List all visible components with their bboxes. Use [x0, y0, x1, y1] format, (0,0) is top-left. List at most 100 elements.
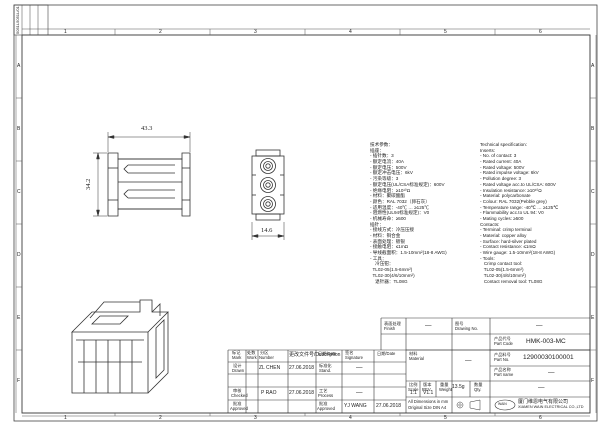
spec-cn-line: - 额定冲击电压：6kV [370, 170, 413, 176]
header-date-2: 日期/Date [377, 351, 396, 356]
spec-cn-line: - 工具： [370, 255, 387, 261]
header-description: 更改文件号/Description [289, 352, 341, 358]
qty-label-en: Qty. [474, 387, 482, 392]
zone-letter-f: F [17, 378, 21, 384]
part-no-value: 12900030100001 [523, 354, 574, 361]
qty-label-cn: 数量 [474, 382, 483, 387]
zone-number-1: 1 [64, 29, 67, 35]
row-process-en: Process [318, 393, 334, 398]
zone-letter-e: E [17, 315, 21, 321]
spec-en-line: - Flammability acc.to UL 94: V0 [480, 210, 544, 216]
row-approved-label-en: Approved [317, 406, 335, 411]
zone-letter-right-a: A [591, 63, 595, 69]
width-dimension [107, 132, 191, 152]
company-name-cn: 厦门维恩电气有限公司 [518, 399, 569, 405]
spec-cn-line: - 接线方式：冷压压接 [370, 227, 415, 233]
depth-dimension-label: 14.6 [261, 227, 273, 234]
row-approved-cn: 批准 [233, 401, 242, 406]
spec-cn-line: - 额定电流：40A [370, 159, 404, 165]
spec-cn-line: - 导线截面积：1.5-10mm²(18-8 AWG) [370, 250, 447, 256]
spec-cn-line: TL02-30(4/6/10mm²) [370, 272, 415, 278]
header-mark-cn: 标记 [232, 350, 241, 355]
part-name-label-cn: 产品名称 [494, 367, 511, 372]
zone-letter-right-c: C [591, 189, 595, 195]
header-number-en: Number [259, 355, 274, 360]
zone-number-bottom-4: 4 [349, 415, 352, 421]
spec-cn-line: - 额定电压(UL/CSA标准规定)：600V [370, 181, 445, 187]
zone-ticks [15, 28, 597, 417]
row-process-cn: 工艺 [319, 388, 328, 393]
rev-value: V1.1 [423, 390, 434, 396]
spec-cn-line: - 材料：聚碳酸酯 [370, 193, 405, 199]
part-name-label-en: Part name [494, 372, 514, 377]
spec-en-line: - Mating cycles: ≥500 [480, 215, 524, 221]
row-stand-en: Stand. [319, 368, 332, 373]
material-label-en: Material [409, 356, 424, 361]
finish-label-cn: 表面处理 [384, 321, 401, 326]
scale-label-en: Scale [408, 387, 419, 392]
zone-number-6: 6 [539, 29, 542, 35]
rev-label-en: REV. [422, 387, 432, 392]
approved-date: 27.06.2018 [376, 403, 402, 409]
qty-value: — [538, 384, 545, 391]
spec-cn-line: 插针： [370, 221, 384, 227]
row-stand-cn: 标准化 [319, 363, 332, 368]
zone-letter-right-f: F [591, 378, 595, 384]
dimension-note-2: Original Size DIN A4 [408, 405, 447, 410]
zone-letter-c: C [17, 189, 21, 195]
drawing-no-label-cn: 图号 [455, 321, 464, 326]
rev-label-cn: 版本 [423, 382, 432, 387]
spec-en-line: - Rated impulse voltage: 6kV [480, 170, 539, 176]
drawn-date: 27.06.2018 [289, 365, 315, 371]
zone-number-5: 5 [444, 29, 447, 35]
title-block-lines [227, 317, 590, 413]
zone-number-bottom-6: 6 [539, 415, 542, 421]
weight-value: 13.5g [452, 384, 465, 390]
end-view [251, 149, 285, 221]
zone-number-bottom-5: 5 [444, 415, 447, 421]
header-number-cn: 分区 [260, 350, 269, 355]
spec-en-line: - No. of contact: 3 [480, 153, 517, 159]
row-checked-cn: 审核 [233, 388, 242, 393]
spec-cn-line: 插座： [370, 147, 384, 153]
side-view [107, 152, 191, 217]
spec-cn-line: - 颜色：RAL 7032（卵石灰） [370, 198, 430, 204]
revision-box-text: 5051L5051L/01 [15, 6, 20, 34]
finish-value: — [425, 322, 432, 329]
spec-en-line: - Colour: RAL 7032(Pebble grey) [480, 198, 547, 204]
weight-label-cn: 重量 [440, 382, 449, 387]
header-date: 日期/Date [318, 351, 337, 356]
spec-en-line: - Terminal: crimp terminal [480, 227, 532, 233]
zone-letter-right-e: E [591, 315, 595, 321]
row-approved-label-cn: 批准 [319, 401, 328, 406]
spec-en-line: TL02-30(4/6/10mm²) [480, 272, 526, 278]
zone-letter-right-d: D [591, 252, 595, 258]
part-no-label-en: Part No. [494, 357, 510, 362]
spec-list-english: Technical specification:Inserts:- No. of… [480, 142, 558, 284]
spec-cn-line: TL02-05(1.5-6mm²) [370, 267, 413, 273]
spec-en-line: Inserts: [480, 147, 496, 153]
zone-letter-d: D [17, 252, 21, 258]
spec-en-line: - Material: polycarbonate [480, 193, 531, 199]
spec-cn-line: - 阻燃性(UL94标准规定)：V0 [370, 210, 430, 216]
spec-en-line: TL02-05(1.5-6mm²) [480, 267, 524, 273]
company-logo [494, 399, 516, 411]
row-approved-en: Approved [230, 406, 248, 411]
spec-en-line: - Rated voltage: 500V [480, 164, 525, 170]
drawing-no-value: — [536, 322, 543, 329]
spec-cn-line: 技术参数： [370, 142, 393, 147]
spec-cn-line: - 表面处理：镀银 [370, 238, 405, 244]
spec-en-line: - Rated voltage acc.to UL/CSA: 600V [480, 181, 556, 187]
weight-label-en: Weight [439, 387, 452, 392]
spec-cn-line: - 额定电压：500V [370, 164, 407, 170]
projection-symbol [456, 399, 481, 411]
row-drawn-en: Drawn [232, 368, 245, 373]
zone-letter-a: A [17, 63, 21, 69]
width-dimension-label: 43.3 [141, 125, 153, 132]
spec-en-line: - Temperature range: -40℃ … ≥125℃ [480, 204, 559, 210]
scale-value: 1:1 [410, 390, 417, 396]
part-name-value: — [548, 369, 555, 376]
company-name-en: XIAMEN WAIN ELECTRICAL CO.,LTD [518, 405, 584, 409]
scale-label-cn: 比例 [409, 382, 418, 387]
